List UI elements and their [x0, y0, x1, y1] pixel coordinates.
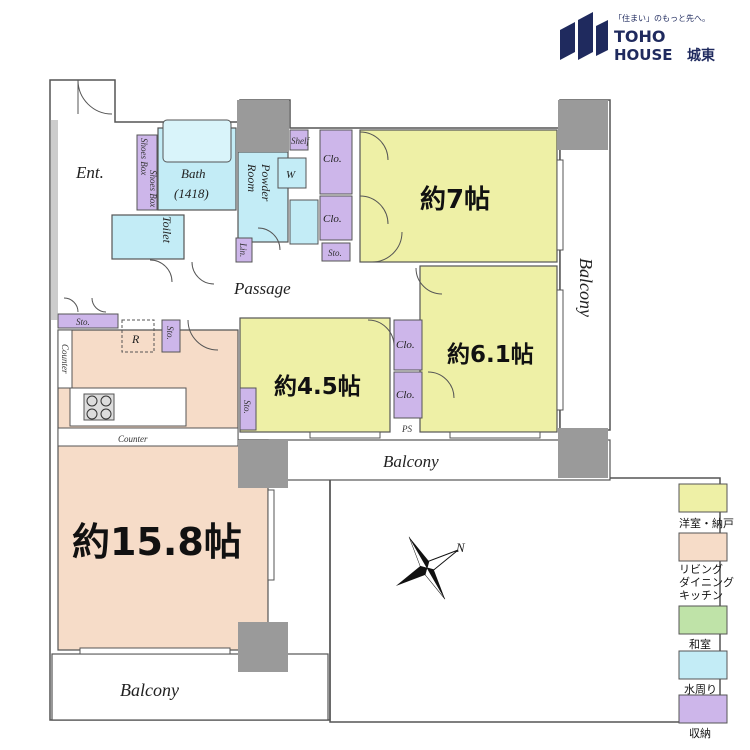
counter-bar	[57, 427, 239, 447]
compass-north-label: N	[455, 540, 466, 555]
size-4-5jo: 約4.5帖	[274, 373, 361, 400]
label-powder-room: Room	[245, 163, 259, 192]
legend-swatch-water	[678, 650, 728, 680]
label-shoes-box-2: Shoes Box	[148, 170, 158, 207]
legend-label-japanese: 和室	[689, 637, 711, 651]
windows	[79, 159, 564, 655]
label-lin: Lin.	[238, 242, 248, 257]
label-fridge: R	[131, 332, 140, 346]
sto-entry	[57, 313, 119, 329]
legend-label-water: 水周り	[684, 683, 717, 696]
label-toilet: Toilet	[160, 216, 174, 244]
pillars	[50, 100, 608, 672]
room-6-1jo	[419, 265, 558, 433]
room-toilet	[111, 214, 185, 260]
sink-area	[289, 199, 319, 245]
label-sto-4-5: Sto.	[242, 400, 252, 414]
legend-label-living-3: キッチン	[679, 589, 723, 602]
legend-swatch-living	[678, 532, 728, 562]
legend-swatch-japanese	[678, 605, 728, 635]
label-balcony-right: Balcony	[576, 258, 596, 317]
size-ldk: 約15.8帖	[72, 520, 242, 564]
legend-label-living-1: リビング	[679, 562, 723, 576]
label-sto-kitchen: Sto.	[165, 326, 175, 340]
clo-3	[393, 319, 423, 371]
label-clo-1: Clo.	[323, 153, 342, 165]
room-7jo	[359, 129, 558, 263]
legend-label-living-2: ダイニング	[679, 575, 734, 589]
label-entrance: Ent.	[75, 163, 104, 182]
bathtub	[162, 119, 232, 163]
sto-kitchen	[161, 319, 181, 353]
sto-4-5	[239, 387, 257, 431]
compass-icon	[395, 536, 459, 600]
label-ps: PS	[401, 424, 412, 434]
brand-mark-icon	[560, 12, 608, 60]
label-clo-3: Clo.	[396, 339, 415, 351]
fridge-box	[121, 319, 155, 353]
doors	[63, 79, 455, 399]
label-powder: Powder	[259, 163, 273, 202]
room-4-5jo	[239, 317, 391, 433]
label-counter-vertical: Counter	[60, 344, 70, 374]
label-counter: Counter	[118, 434, 148, 444]
brand-suffix: 城東	[687, 47, 715, 64]
shoes-box	[136, 134, 158, 211]
brand-tagline: 「住まい」のもっと先へ。	[614, 13, 710, 23]
legend-swatch-storage	[678, 694, 728, 724]
size-7jo: 約7帖	[420, 184, 490, 215]
brand-line1: TOHO	[614, 27, 666, 46]
label-sto-entry: Sto.	[76, 317, 90, 327]
label-balcony-bottom: Balcony	[120, 680, 179, 700]
sto-small	[321, 242, 351, 262]
room-ldk	[57, 329, 269, 651]
legend-swatch-western	[678, 483, 728, 513]
brand-logo: 「住まい」のもっと先へ。 TOHO HOUSE 城東	[560, 12, 715, 64]
legend-label-storage: 収納	[689, 727, 711, 740]
clo-4	[393, 371, 423, 419]
stove	[83, 393, 115, 421]
label-shelf: Shelf	[291, 136, 310, 146]
label-bath: Bath	[181, 166, 206, 181]
label-washer: W	[286, 169, 296, 181]
clo-1	[319, 129, 353, 195]
label-clo-4: Clo.	[396, 389, 415, 401]
label-bath-size: (1418)	[174, 186, 209, 201]
legend-label-western: 洋室・納戸	[679, 516, 734, 530]
brand-line2: HOUSE	[614, 46, 673, 64]
legend: 洋室・納戸 リビング ダイニング キッチン 和室 水周り 収納	[678, 483, 734, 740]
clo-2	[319, 195, 353, 241]
shelf-storage	[289, 129, 309, 151]
size-6-1jo: 約6.1帖	[447, 341, 534, 368]
lin-storage	[235, 237, 253, 263]
counter-side	[57, 329, 73, 389]
label-passage: Passage	[233, 279, 291, 298]
label-balcony-middle: Balcony	[383, 452, 439, 471]
label-shoes-box-1: Shoes Box	[139, 138, 149, 175]
washer-area	[277, 157, 307, 189]
label-sto-small: Sto.	[328, 248, 342, 258]
label-clo-2: Clo.	[323, 213, 342, 225]
